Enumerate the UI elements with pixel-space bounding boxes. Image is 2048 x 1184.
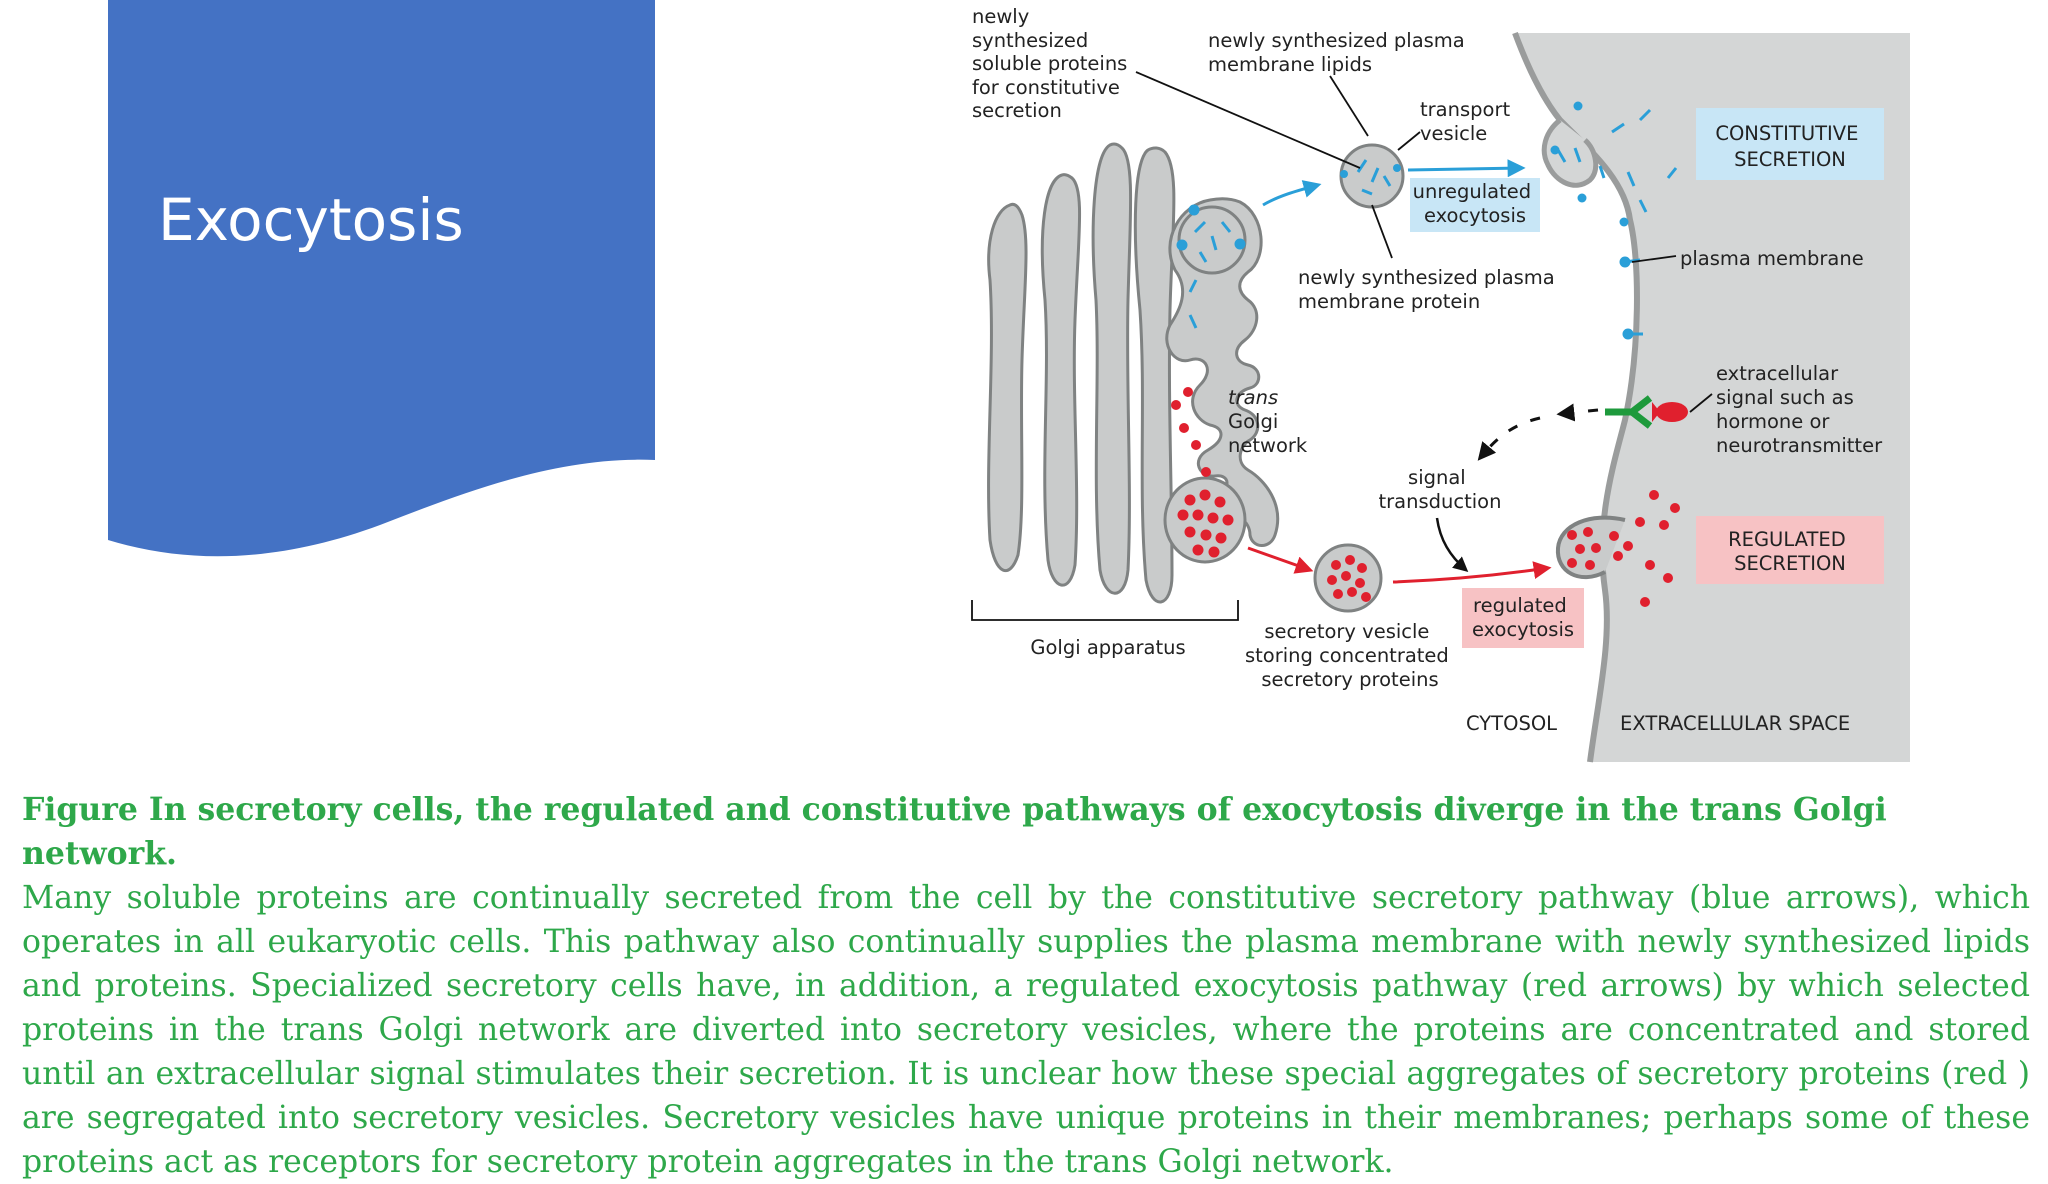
golgi-apparatus [987, 142, 1176, 604]
plasma-membrane-proteins [1619, 256, 1643, 340]
label-unregulated-exocytosis: unregulated exocytosis [1413, 180, 1538, 227]
regulated-fusion-site [1555, 490, 1680, 607]
label-signal-transduction: signal transduction [1379, 466, 1502, 513]
regulated-exocytosis-box [1462, 588, 1584, 648]
label-regulated-exocytosis: regulated exocytosis [1472, 594, 1574, 641]
secretory-vesicle [1313, 543, 1383, 613]
label-extracellular-space: EXTRACELLULAR SPACE [1620, 712, 1850, 735]
constitutive-arrow-1 [1262, 180, 1322, 207]
trans-golgi-network [1163, 197, 1280, 564]
label-trans-golgi: trans Golgi network [1228, 386, 1308, 457]
caption-body: Many soluble proteins are continually se… [22, 880, 2030, 1180]
signal-transduction-arrow [1435, 517, 1469, 572]
exocytosis-diagram: newly synthesized soluble proteins for c… [971, 5, 1910, 763]
label-cytosol: CYTOSOL [1466, 712, 1557, 735]
constitutive-fusion-site [1541, 101, 1678, 227]
label-golgi-apparatus: Golgi apparatus [1030, 636, 1185, 659]
title-banner [108, 0, 655, 557]
caption-heading: Figure In secretory cells, the regulated… [22, 791, 1887, 872]
signal-arrow-2 [1477, 416, 1541, 461]
unregulated-exocytosis-box [1410, 178, 1540, 232]
label-constitutive-secretion: CONSTITUTIVE SECRETION [1715, 122, 1864, 171]
regulated-arrow-1 [1247, 546, 1314, 574]
tgn-secretory-aggregates [1171, 387, 1234, 558]
label-membrane-protein: newly synthesized plasma membrane protei… [1298, 266, 1561, 313]
receptor-with-signal [1605, 395, 1688, 429]
label-transport-vesicle: transport vesicle [1420, 98, 1516, 145]
label-extracellular-signal: extracellular signal such as hormone or … [1716, 362, 1883, 457]
constitutive-secretion-box [1696, 108, 1884, 180]
transport-vesicle [1339, 143, 1405, 209]
slide-title: Exocytosis [158, 186, 464, 254]
label-secretory-vesicle: secretory vesicle storing concentrated s… [1245, 620, 1455, 691]
tgn-soluble-proteins [1176, 204, 1246, 329]
label-soluble-proteins: newly synthesized soluble proteins for c… [972, 5, 1134, 122]
constitutive-arrow-2 [1407, 159, 1526, 178]
regulated-secretion-box [1696, 516, 1884, 584]
figure-caption: Figure In secretory cells, the regulated… [22, 788, 2030, 1184]
leader-lines [971, 71, 1713, 621]
label-membrane-lipids: newly synthesized plasma membrane lipids [1208, 29, 1471, 76]
label-regulated-secretion: REGULATED SECRETION [1728, 528, 1852, 575]
label-plasma-membrane: plasma membrane [1680, 247, 1864, 270]
regulated-arrow-2 [1392, 561, 1552, 584]
signal-arrow [1556, 403, 1599, 422]
